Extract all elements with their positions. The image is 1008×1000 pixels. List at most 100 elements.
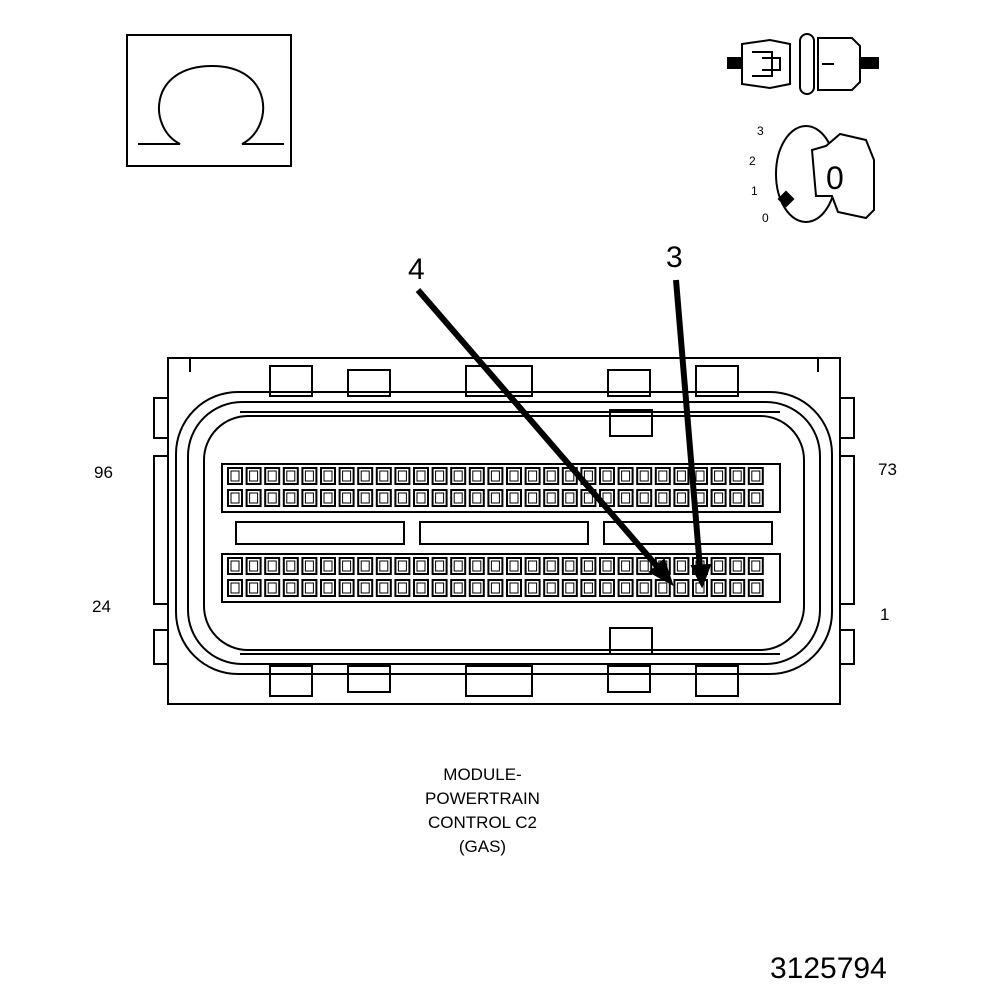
terminal-cavity [729, 489, 746, 507]
terminal-cavity [673, 467, 690, 485]
terminal-cavity [264, 489, 281, 507]
terminal-cavity [227, 557, 243, 575]
terminal-cavity-inner [286, 582, 296, 594]
terminal-cavity [320, 557, 336, 575]
terminal-cavity-inner [658, 582, 668, 594]
terminal-cavity [524, 467, 541, 485]
terminal-cavity-inner [379, 470, 389, 482]
terminal-cavity [468, 579, 485, 597]
terminal-cavity-inner [732, 582, 742, 594]
terminal-cavity-inner [751, 492, 761, 504]
terminal-cavity [561, 467, 578, 485]
terminal-cavity-inner [453, 492, 463, 504]
terminal-cavity-inner [230, 560, 240, 572]
terminal-cavity-inner [342, 492, 352, 504]
ignition-position-2: 2 [749, 154, 756, 168]
terminal-cavity-inner [453, 582, 463, 594]
terminal-cavity [282, 579, 299, 597]
terminal-cavity-inner [751, 470, 761, 482]
terminal-cavity [320, 489, 336, 507]
connector-probe-icon [727, 33, 879, 95]
terminal-cavity-inner [658, 560, 668, 572]
terminal-cavity-inner [751, 582, 761, 594]
ignition-position-1: 1 [751, 184, 758, 198]
terminal-cavity-inner [714, 582, 724, 594]
terminal-cavity-inner [379, 492, 389, 504]
terminal-cavity-inner [472, 470, 482, 482]
terminal-cavity-inner [528, 492, 538, 504]
terminal-cavity [357, 467, 374, 485]
ignition-position-3: 3 [757, 124, 764, 138]
terminal-cavity-inner [602, 470, 612, 482]
terminal-cavity-inner [342, 560, 352, 572]
terminal-cavity [282, 489, 299, 507]
terminal-cavity [561, 489, 578, 507]
terminal-cavity-inner [509, 582, 519, 594]
terminal-cavity [617, 489, 634, 507]
terminal-cavity [264, 579, 281, 597]
terminal-cavity-inner [323, 492, 333, 504]
terminal-cavity [227, 467, 243, 485]
terminal-cavity-inner [528, 582, 538, 594]
terminal-cavity [450, 489, 467, 507]
terminal-cavity [338, 557, 355, 575]
terminal-cavity-inner [435, 470, 445, 482]
terminal-cavity-inner [472, 582, 482, 594]
terminal-cavity-inner [528, 560, 538, 572]
terminal-cavity-inner [379, 582, 389, 594]
terminal-cavity-inner [490, 492, 500, 504]
terminal-cavity-inner [323, 560, 333, 572]
terminal-cavity [245, 579, 262, 597]
terminal-cavity-inner [397, 470, 407, 482]
terminal-cavity [431, 579, 448, 597]
terminal-cavity-inner [639, 492, 649, 504]
terminal-cavity [282, 557, 299, 575]
terminal-cavity [301, 579, 318, 597]
terminal-cavity-inner [676, 492, 686, 504]
terminal-cavity-inner [267, 492, 277, 504]
terminal-cavity [710, 489, 727, 507]
terminal-cavity-inner [565, 470, 575, 482]
terminal-cavity [394, 489, 411, 507]
terminal-cavity [599, 489, 615, 507]
terminal-cavity [747, 579, 764, 597]
terminal-cavity-inner [472, 560, 482, 572]
terminal-cavity [375, 467, 392, 485]
terminal-cavity-inner [546, 560, 556, 572]
terminal-cavity-inner [676, 470, 686, 482]
terminal-cavity-inner [695, 470, 705, 482]
terminal-cavity [747, 557, 764, 575]
pin-label-1: 1 [880, 605, 890, 624]
terminal-cavity-inner [379, 560, 389, 572]
terminal-cavity-inner [472, 492, 482, 504]
terminal-cavity-inner [342, 470, 352, 482]
caption-line-3: CONTROL C2 [428, 813, 537, 832]
terminal-cavity-inner [286, 560, 296, 572]
terminal-cavity [747, 489, 764, 507]
terminal-cavity-inner [304, 582, 314, 594]
terminal-cavity [487, 467, 504, 485]
terminal-cavity-inner [249, 492, 259, 504]
terminal-cavity [543, 489, 560, 507]
terminal-cavity [729, 467, 746, 485]
terminal-cavity [599, 579, 615, 597]
terminal-cavity-inner [583, 470, 593, 482]
callout-arrows [415, 279, 712, 589]
terminal-cavity [692, 489, 708, 507]
terminal-cavity-inner [416, 560, 426, 572]
terminal-cavity-inner [695, 492, 705, 504]
terminal-cavity [636, 489, 653, 507]
terminal-cavity-inner [602, 560, 612, 572]
terminal-cavity [673, 489, 690, 507]
terminal-cavity-inner [583, 560, 593, 572]
terminal-cavity-inner [397, 582, 407, 594]
terminal-cavity-inner [602, 492, 612, 504]
terminal-cavity [636, 579, 653, 597]
terminal-cavity [245, 557, 262, 575]
terminal-cavity-inner [323, 470, 333, 482]
terminal-cavity-inner [621, 492, 631, 504]
terminal-cavity [468, 557, 485, 575]
terminal-cavity [264, 557, 281, 575]
terminal-cavity-inner [304, 492, 314, 504]
arrow-head-3 [690, 563, 712, 589]
